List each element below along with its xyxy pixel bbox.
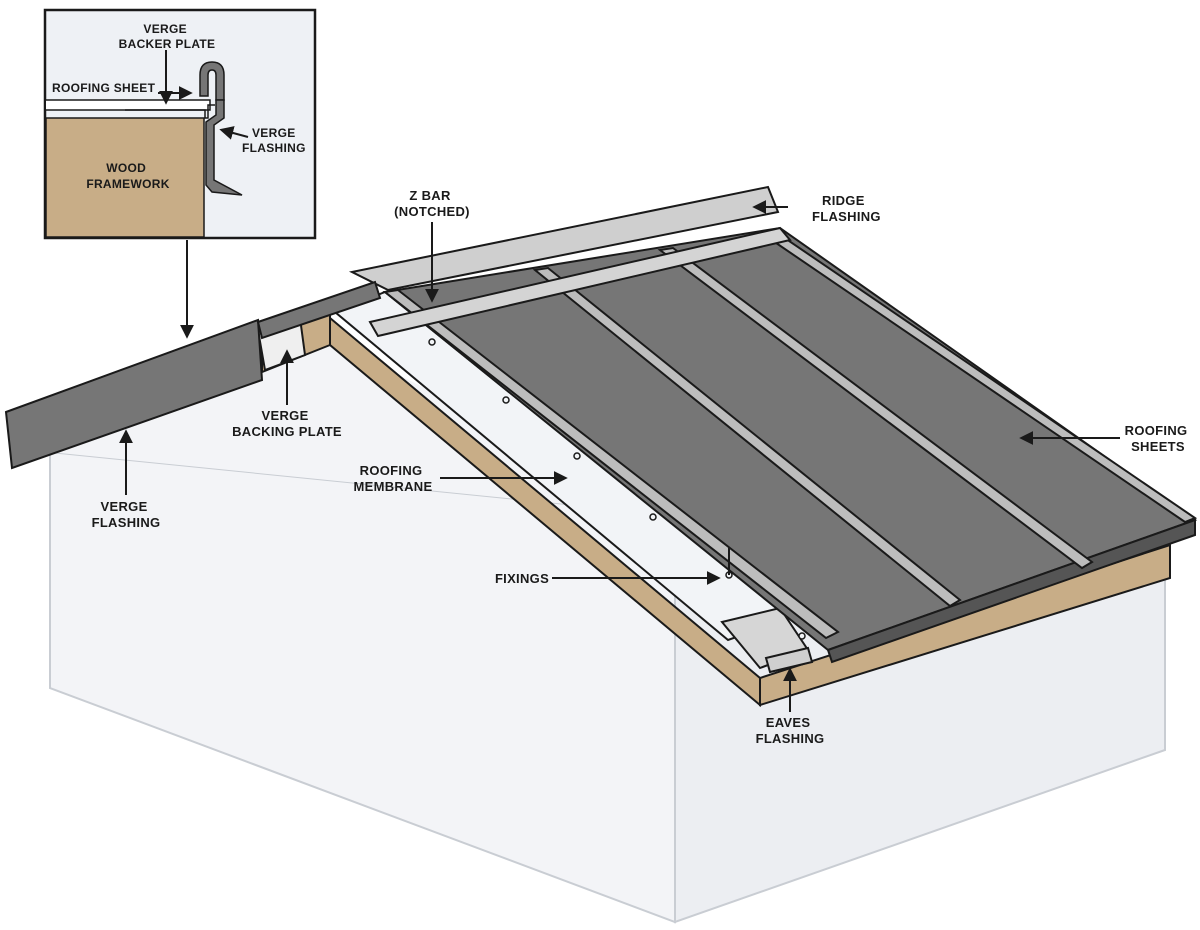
sheet-seams: [382, 228, 1198, 640]
label-eaves-flashing: EAVES FLASHING: [756, 715, 825, 746]
callout-arrows: [119, 50, 1120, 712]
label-wood-framework: WOOD FRAMEWORK: [86, 161, 169, 191]
roofing-sheets: [382, 226, 1198, 664]
label-verge-flashing: VERGE FLASHING: [92, 499, 161, 530]
verge-flashing-shape: [4, 280, 382, 470]
label-verge-backing-plate: VERGE BACKING PLATE: [232, 408, 342, 439]
labels: VERGE BACKER PLATE ROOFING SHEET VERGE F…: [52, 22, 1192, 746]
label-z-bar: Z BAR (NOTCHED): [394, 188, 470, 219]
arrow-verge-flashing-inset: [219, 126, 249, 140]
label-roofing-membrane: ROOFING MEMBRANE: [354, 463, 433, 494]
label-roofing-sheets: ROOFING SHEETS: [1125, 423, 1192, 454]
label-verge-backer-plate: VERGE BACKER PLATE: [119, 22, 216, 51]
eaves-flashing-shape: [764, 646, 814, 674]
label-verge-flashing-inset: VERGE FLASHING: [242, 126, 306, 155]
label-fixings: FIXINGS: [495, 571, 549, 586]
fixings-dots: [428, 338, 806, 640]
detail-inset: [43, 8, 317, 240]
label-roofing-sheet: ROOFING SHEET: [52, 81, 156, 95]
label-ridge-flashing: RIDGE FLASHING: [812, 193, 881, 224]
z-bar-shape: [368, 226, 792, 338]
